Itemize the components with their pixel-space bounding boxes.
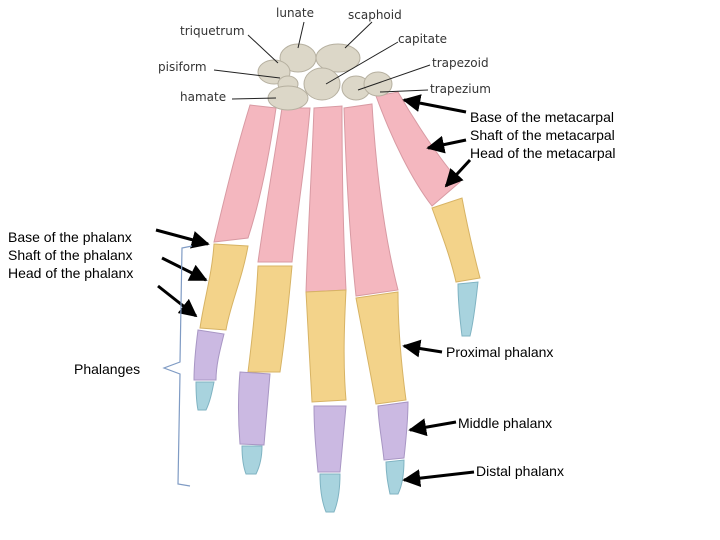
metacarpal-3 — [306, 106, 346, 292]
middle-phalanx-2 — [378, 402, 408, 460]
arrow-shaft-phalanx — [162, 258, 206, 280]
arrow-distal-phalanx — [404, 472, 474, 480]
proximal-phalanx-3 — [306, 290, 346, 402]
trapezium-bone — [364, 72, 392, 96]
distal-phalanx-5 — [196, 382, 214, 410]
capitate-label: capitate — [398, 32, 447, 46]
metacarpal-labels: Base of the metacarpal Shaft of the meta… — [470, 108, 616, 162]
arrow-middle-phalanx — [410, 422, 456, 430]
distal-phalanx-3 — [320, 474, 340, 512]
hamate-label: hamate — [180, 90, 226, 104]
arrow-shaft-metacarpal — [428, 140, 466, 148]
pisiform-label: pisiform — [158, 60, 207, 74]
arrow-proximal-phalanx — [404, 346, 442, 352]
shaft-of-phalanx-label: Shaft of the phalanx — [8, 246, 133, 264]
distal-phalanx-4 — [242, 446, 262, 474]
proximal-phalanx-2 — [356, 292, 406, 404]
distal-phalanx-label: Distal phalanx — [476, 462, 564, 480]
middle-phalanx-3 — [314, 406, 346, 472]
proximal-phalanx-4 — [248, 266, 292, 372]
distal-phalanx-1 — [458, 282, 478, 336]
metacarpals — [214, 92, 460, 296]
scaphoid-label: scaphoid — [348, 8, 402, 22]
lunate-label: lunate — [276, 6, 314, 20]
base-of-phalanx-label: Base of the phalanx — [8, 228, 133, 246]
triquetrum-label: triquetrum — [180, 24, 245, 38]
trapezoid-label: trapezoid — [432, 56, 489, 70]
head-of-metacarpal-label: Head of the metacarpal — [470, 144, 616, 162]
trapezium-label: trapezium — [430, 82, 491, 96]
proximal-phalanx-1 — [432, 198, 480, 282]
phalanx-part-labels: Base of the phalanx Shaft of the phalanx… — [8, 228, 133, 282]
middle-phalanx-5 — [194, 330, 224, 380]
arrow-head-phalanx — [158, 286, 196, 316]
capitate-bone — [304, 68, 340, 100]
phalanges-brace — [164, 246, 192, 486]
proximal-phalanx-5 — [200, 244, 248, 330]
phalanges-label: Phalanges — [74, 360, 140, 378]
arrow-base-phalanx — [156, 230, 208, 244]
proximal-phalanx-label: Proximal phalanx — [446, 343, 553, 361]
arrow-base-metacarpal — [404, 100, 466, 112]
middle-phalanx-label: Middle phalanx — [458, 414, 552, 432]
metacarpal-2 — [344, 104, 398, 296]
shaft-of-metacarpal-label: Shaft of the metacarpal — [470, 126, 616, 144]
distal-phalanx-2 — [386, 460, 404, 494]
middle-phalanx-4 — [239, 372, 271, 445]
base-of-metacarpal-label: Base of the metacarpal — [470, 108, 616, 126]
carpal-bones — [258, 44, 392, 110]
head-of-phalanx-label: Head of the phalanx — [8, 264, 133, 282]
